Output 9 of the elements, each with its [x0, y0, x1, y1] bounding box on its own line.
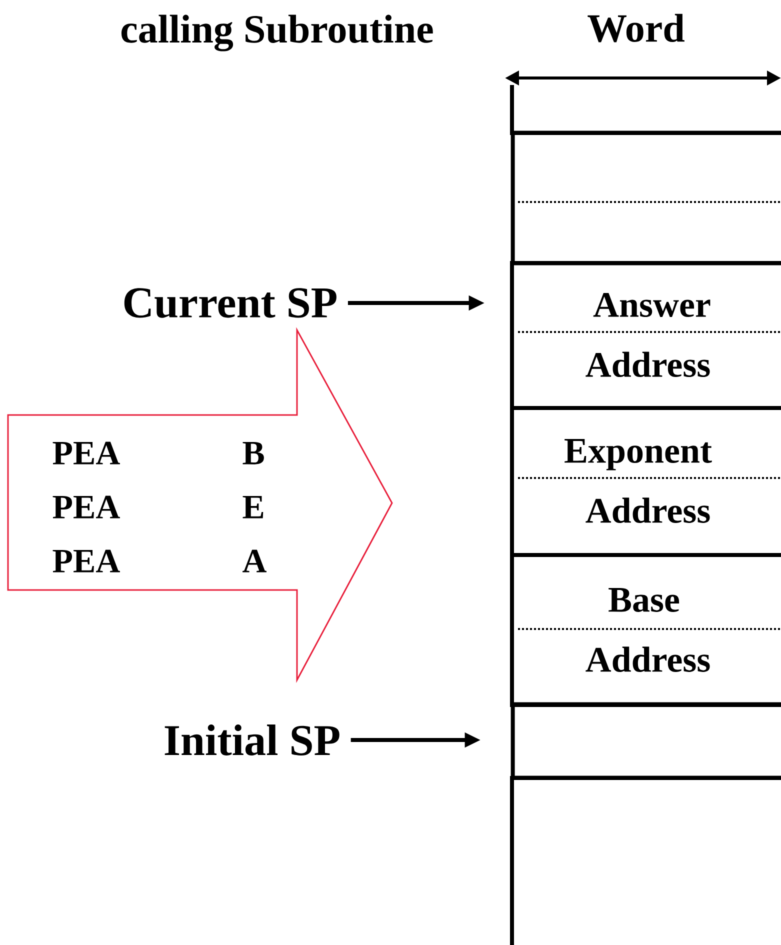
empty-stack-cell	[510, 702, 781, 780]
stack-cell: Base Address	[510, 555, 781, 705]
pointer-label: Initial SP	[164, 724, 340, 756]
title: calling Subroutine	[121, 14, 433, 52]
stack-cell: Exponent Address	[510, 408, 781, 555]
dimension-label: Word	[588, 14, 684, 42]
empty-stack-cell	[510, 130, 781, 266]
stack-cell: Answer Address	[510, 263, 781, 408]
pointer-label: Current SP	[124, 288, 336, 318]
